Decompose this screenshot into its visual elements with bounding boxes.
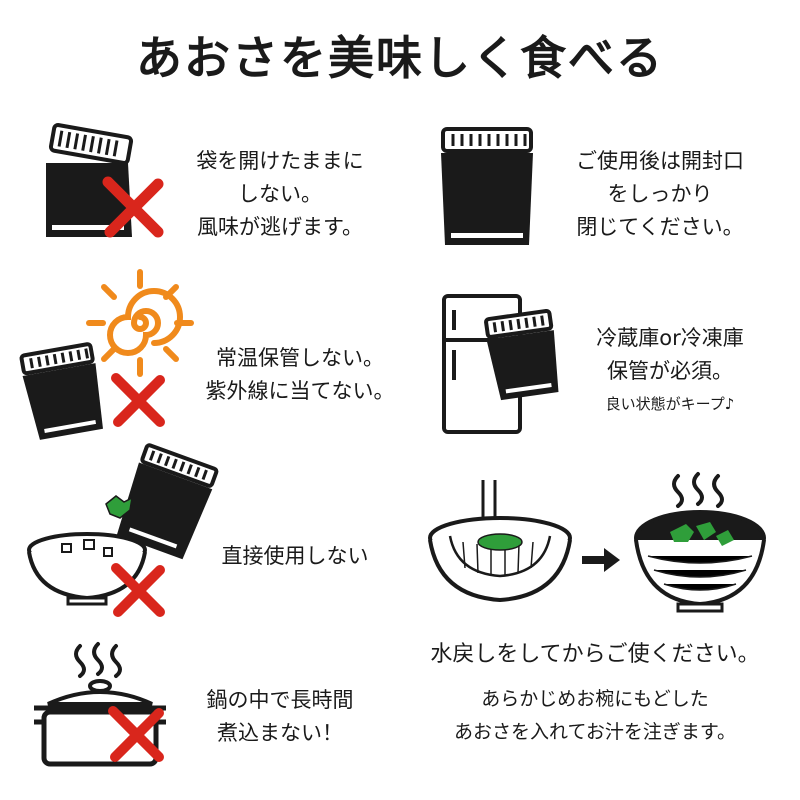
arrow-right-icon bbox=[582, 548, 620, 572]
tip-line: 常温保管しない。 bbox=[216, 346, 384, 370]
tip-line: 保管が必須。 bbox=[607, 359, 733, 383]
cross-mark-icon bbox=[108, 706, 164, 762]
tip-open-pouch: 袋を開けたままに しない。 風味が逃げます。 bbox=[180, 145, 380, 244]
steaming-bowl-icon bbox=[634, 472, 766, 613]
seaweed-icon bbox=[105, 495, 133, 519]
tip-close-seal: ご使用後は開封口 をしっかり 閉じてください。 bbox=[560, 145, 760, 244]
tip-line: 鍋の中で長時間 bbox=[206, 688, 354, 712]
pouch-icon bbox=[116, 443, 219, 560]
tip-room-temp: 常温保管しない。 紫外線に当てない。 bbox=[190, 342, 410, 408]
tip-line: 直接使用しない bbox=[221, 544, 369, 568]
tip-line: 冷蔵庫or冷凍庫 bbox=[596, 326, 744, 350]
sun-icon bbox=[86, 269, 194, 377]
tip-line: しない。 bbox=[238, 182, 322, 206]
tip-line: 風味が逃げます。 bbox=[197, 215, 363, 239]
tip-line: ご使用後は開封口 bbox=[576, 149, 744, 173]
page-title: あおさを美味しく食べる bbox=[136, 31, 664, 85]
tip-direct-use: 直接使用しない bbox=[205, 540, 385, 573]
cross-mark-icon bbox=[111, 563, 165, 617]
tip-rehydrate-heading: 水戻しをしてからご使ください。 bbox=[430, 642, 760, 667]
tip-line: あらかじめお椀にもどした bbox=[481, 688, 709, 710]
tip-line: 袋を開けたままに bbox=[196, 149, 364, 173]
tip-fridge: 冷蔵庫or冷凍庫 保管が必須。 良い状態がキープ♪ bbox=[570, 322, 770, 421]
pouch-icon bbox=[19, 342, 103, 440]
cross-mark-icon bbox=[111, 373, 165, 427]
tip-line: あおさを入れてお汁を注ぎます。 bbox=[454, 721, 736, 743]
cross-mark-icon bbox=[102, 176, 164, 238]
tip-boil: 鍋の中で長時間 煮込まない！ bbox=[190, 684, 370, 750]
tip-line: 紫外線に当てない。 bbox=[205, 379, 395, 403]
tip-line: をしっかり bbox=[607, 182, 713, 206]
closed-pouch-icon bbox=[441, 127, 533, 245]
tip-rehydrate: あらかじめお椀にもどした あおさを入れてお汁を注ぎます。 bbox=[410, 683, 780, 749]
tip-line: 閉じてください。 bbox=[576, 215, 744, 239]
tip-line: 煮込まない！ bbox=[217, 721, 343, 745]
strainer-icon bbox=[428, 480, 572, 603]
refrigerator-icon bbox=[442, 294, 559, 434]
tip-note: 良い状態がキープ♪ bbox=[605, 395, 735, 413]
